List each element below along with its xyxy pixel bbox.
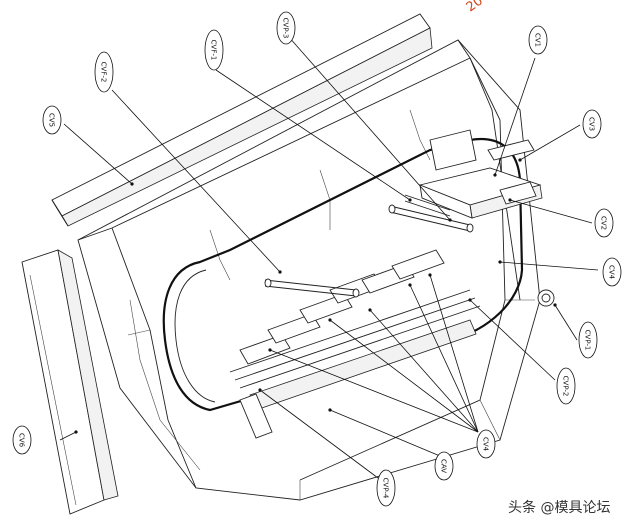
watermark-text: 头条 @模具论坛: [508, 499, 610, 516]
svg-text:CV5: CV5: [48, 113, 56, 127]
label-cav: CAV: [434, 451, 454, 481]
label-cv3: CV3: [582, 109, 602, 139]
svg-text:CVP-1: CVP-1: [584, 330, 592, 351]
stamp-fragment: 20: [464, 0, 486, 15]
mold-body: [77, 39, 541, 501]
label-cv6: CV6: [12, 425, 32, 455]
svg-text:CV2: CV2: [600, 216, 608, 230]
svg-text:CV1: CV1: [534, 33, 542, 47]
label-cvp2: CVP-2: [556, 367, 576, 405]
label-cv5: CV5: [42, 105, 62, 135]
label-cvp4: CVP-4: [376, 469, 396, 507]
svg-text:CV6: CV6: [18, 433, 26, 448]
svg-text:CV4: CV4: [482, 437, 490, 452]
rods: [264, 194, 474, 298]
label-cvf1: CVF-1: [204, 29, 224, 71]
label-cv2: CV2: [594, 208, 614, 238]
svg-text:CVF-2: CVF-2: [100, 62, 108, 83]
label-cv4-right: CV4: [602, 257, 622, 287]
svg-text:CVP-2: CVP-2: [562, 376, 570, 397]
svg-text:CVP-4: CVP-4: [382, 478, 390, 499]
label-cvp3-top: CVP-3: [276, 11, 296, 45]
watermark: 头条 @模具论坛: [508, 499, 610, 516]
cv6-bar: [21, 249, 119, 515]
svg-text:CV3: CV3: [588, 117, 596, 131]
cv5-bar: [51, 13, 433, 227]
label-cvp1: CVP-1: [578, 321, 598, 359]
leader-lines: [59, 35, 599, 479]
svg-text:CVP-3: CVP-3: [282, 18, 290, 39]
svg-text:CVF-1: CVF-1: [210, 40, 218, 61]
svg-text:CAV: CAV: [440, 459, 448, 473]
label-cv4-bottom: CV4: [476, 429, 496, 459]
cavity-inner-features: [229, 249, 481, 439]
cvf1-round-part: [537, 289, 555, 307]
label-cv1: CV1: [528, 25, 548, 55]
label-cvf2: CVF-2: [94, 51, 114, 93]
svg-text:CV4: CV4: [608, 265, 616, 280]
slider-parts: [418, 129, 543, 219]
